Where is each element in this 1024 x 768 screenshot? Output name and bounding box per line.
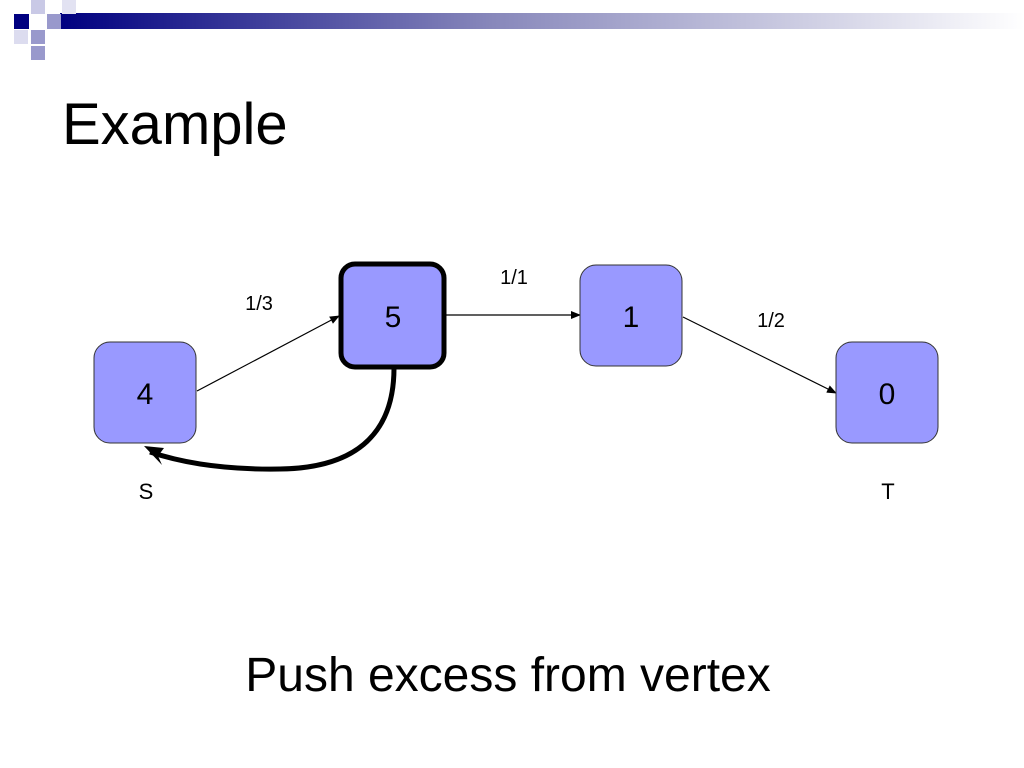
header-square-light-6 [62,0,76,14]
node-t: 0 [835,341,939,444]
edge-label-b-t: 1/2 [757,310,785,332]
node-a-value: 5 [385,301,402,334]
header-square-light-4 [14,30,28,44]
edge-label-a-b: 1/1 [500,267,528,289]
edge-a-to-s-push [149,367,397,472]
push-arrowhead [144,446,164,465]
header-square-light-2 [47,14,61,29]
edge-label-s-a: 1/3 [245,293,273,315]
sink-label: T [881,479,894,504]
node-b-box [579,264,683,367]
edge-b-to-t [682,316,837,394]
edge-s-to-a [196,315,340,392]
node-t-value: 0 [879,378,896,411]
header-gradient-bar [60,13,1024,29]
node-b: 1 [579,264,683,367]
slide-caption: Push excess from vertex [245,649,771,702]
slide-title: Example [62,92,288,157]
header-square-light-5 [31,46,45,60]
node-s-value: 4 [137,378,154,411]
header-square-light-1 [31,0,45,14]
header-band [0,0,1024,62]
header-square-light-3 [31,30,45,44]
node-a: 5 [338,261,447,370]
node-s: 4 [93,341,197,444]
node-b-value: 1 [623,301,640,334]
node-s-box [93,341,197,444]
header-square-dark [14,14,29,29]
header-decoration [14,0,1024,60]
node-t-box [835,341,939,444]
source-label: S [139,479,154,504]
node-a-box [338,261,447,370]
